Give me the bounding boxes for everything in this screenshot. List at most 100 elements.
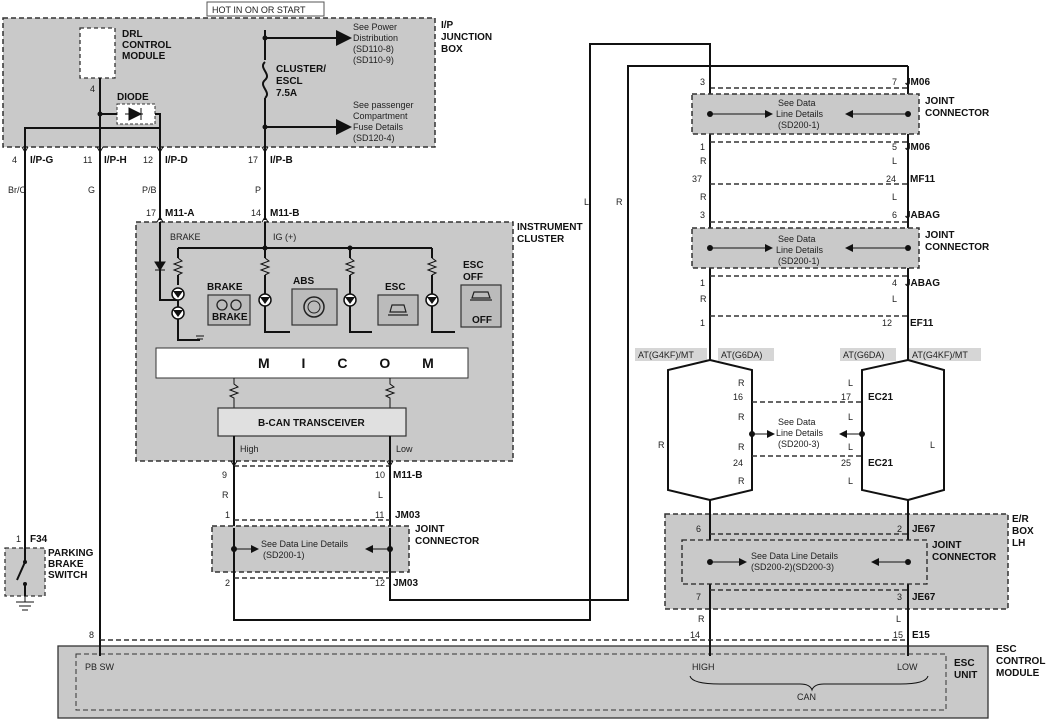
pb-sw-label: PB SW	[85, 662, 115, 672]
ef11-pin: 12	[882, 318, 892, 328]
cluster-label: INSTRUMENT	[517, 222, 583, 233]
ip-connector-row: 4 I/P-G 11 I/P-H 12 I/P-D 17 I/P-B Br/O …	[8, 146, 293, 195]
wire-color: R	[738, 476, 745, 486]
ec21-note: (SD200-3)	[778, 439, 820, 449]
drl-label: CONTROL	[122, 40, 171, 51]
wire-color: R	[738, 442, 745, 452]
ec21-note: See Data	[778, 417, 816, 427]
fuse-note: See passenger	[353, 100, 414, 110]
jabagb-pin: 4	[892, 278, 897, 288]
drl-control-module	[79, 27, 116, 79]
brake-diode-icon	[154, 261, 166, 271]
wire-color: L	[896, 614, 901, 624]
ground-icon	[16, 596, 34, 611]
high-label: HIGH	[692, 662, 715, 672]
m11a-pin: 17	[146, 208, 156, 218]
jc1-note: (SD200-1)	[778, 120, 820, 130]
esc-module-label: CONTROL	[996, 656, 1045, 667]
m11b-connector: M11-B	[270, 208, 299, 219]
wire-color: L	[848, 442, 853, 452]
er-box-label: BOX	[1012, 526, 1034, 537]
can-low-label: Low	[396, 444, 413, 454]
jabag-pin: 3	[700, 210, 705, 220]
wire-color: R	[700, 156, 707, 166]
ip-box-label: BOX	[441, 44, 463, 55]
jm03-bottom-pin: 2	[225, 578, 230, 588]
jm03-bottom-label: JM03	[393, 578, 418, 589]
drl-pin: 4	[90, 84, 95, 94]
svg-text:17: 17	[248, 155, 258, 165]
fuse-label: CLUSTER/	[276, 64, 326, 75]
jm06-pin: 7	[892, 77, 897, 87]
m11b-bottom-label: M11-B	[393, 470, 422, 481]
led-icon	[258, 293, 272, 307]
parking-label: SWITCH	[48, 570, 87, 581]
jc-note: (SD200-1)	[263, 550, 305, 560]
wire-color: L	[848, 412, 853, 422]
je67-label: JE67	[912, 524, 936, 535]
ip-junction-box	[2, 17, 436, 148]
esc-module-label: ESC	[996, 644, 1017, 655]
jabag-label: JABAG	[905, 210, 940, 221]
micom-block	[155, 347, 469, 379]
esc-off-label: ESC	[463, 260, 484, 271]
wire-color: L	[584, 197, 589, 207]
jc3-label: JOINT	[932, 540, 961, 551]
jm06-pin: 3	[700, 77, 705, 87]
wire-color: R	[700, 294, 707, 304]
mf11-pin: 24	[886, 174, 896, 184]
jm03-pin: 11	[375, 510, 384, 520]
ec21-note: Line Details	[776, 428, 824, 438]
m11a-connector: M11-A	[165, 208, 194, 219]
esc-off-icon-text: OFF	[472, 315, 492, 326]
fuse-note: (SD120-4)	[353, 133, 395, 143]
er-box-label: E/R	[1012, 514, 1029, 525]
jabagb-pin: 1	[700, 278, 705, 288]
je67-pin: 6	[696, 524, 701, 534]
svg-text:I/P-B: I/P-B	[270, 155, 293, 166]
jm06-label: JM06	[905, 77, 930, 88]
jm06b-pin: 1	[700, 142, 705, 152]
svg-text:11: 11	[83, 155, 92, 165]
led-icon	[425, 293, 439, 307]
power-note: See Power	[353, 22, 397, 32]
jc2-label: CONNECTOR	[925, 242, 990, 253]
fuse-label: 7.5A	[276, 88, 297, 99]
jc1-label: JOINT	[925, 96, 954, 107]
wire-color: R	[658, 440, 665, 450]
brake-icon-text: BRAKE	[212, 312, 248, 323]
svg-text:P/B: P/B	[142, 185, 157, 195]
jm03-bottom-pin: 12	[375, 578, 385, 588]
bcan-label: B-CAN TRANSCEIVER	[258, 418, 365, 429]
svg-text:I/P-D: I/P-D	[165, 155, 188, 166]
svg-text:P: P	[255, 185, 261, 195]
can-high-label: High	[240, 444, 259, 454]
wire-color: R	[698, 614, 705, 624]
ec21-pin: 17	[841, 392, 851, 402]
hot-label: HOT IN ON OR START	[212, 5, 306, 15]
ec21-pin: 16	[733, 392, 743, 402]
jc2-note: Line Details	[776, 245, 824, 255]
svg-text:4: 4	[12, 155, 17, 165]
power-note: (SD110-8)	[353, 44, 394, 54]
wire-color: L	[848, 378, 853, 388]
fuse-note: Compartment	[353, 111, 408, 121]
jm06b-label: JM06	[905, 142, 930, 153]
jc-label: CONNECTOR	[415, 536, 480, 547]
ip-box-label: JUNCTION	[441, 32, 492, 43]
wire-color: R	[738, 412, 745, 422]
wire-color: L	[378, 490, 383, 500]
led-icon	[343, 293, 357, 307]
wire-color: L	[848, 476, 853, 486]
wire-color: R	[222, 490, 229, 500]
brake-warning-icon	[207, 294, 251, 326]
at-label: AT(G4KF)/MT	[638, 350, 694, 360]
cluster-label: CLUSTER	[517, 234, 565, 245]
e15-pin: 15	[893, 630, 903, 640]
bcan-transceiver	[217, 407, 407, 437]
parking-label: PARKING	[48, 548, 94, 559]
wire-color: R	[616, 197, 623, 207]
jc2-note: (SD200-1)	[778, 256, 820, 266]
jc3-label: CONNECTOR	[932, 552, 997, 563]
